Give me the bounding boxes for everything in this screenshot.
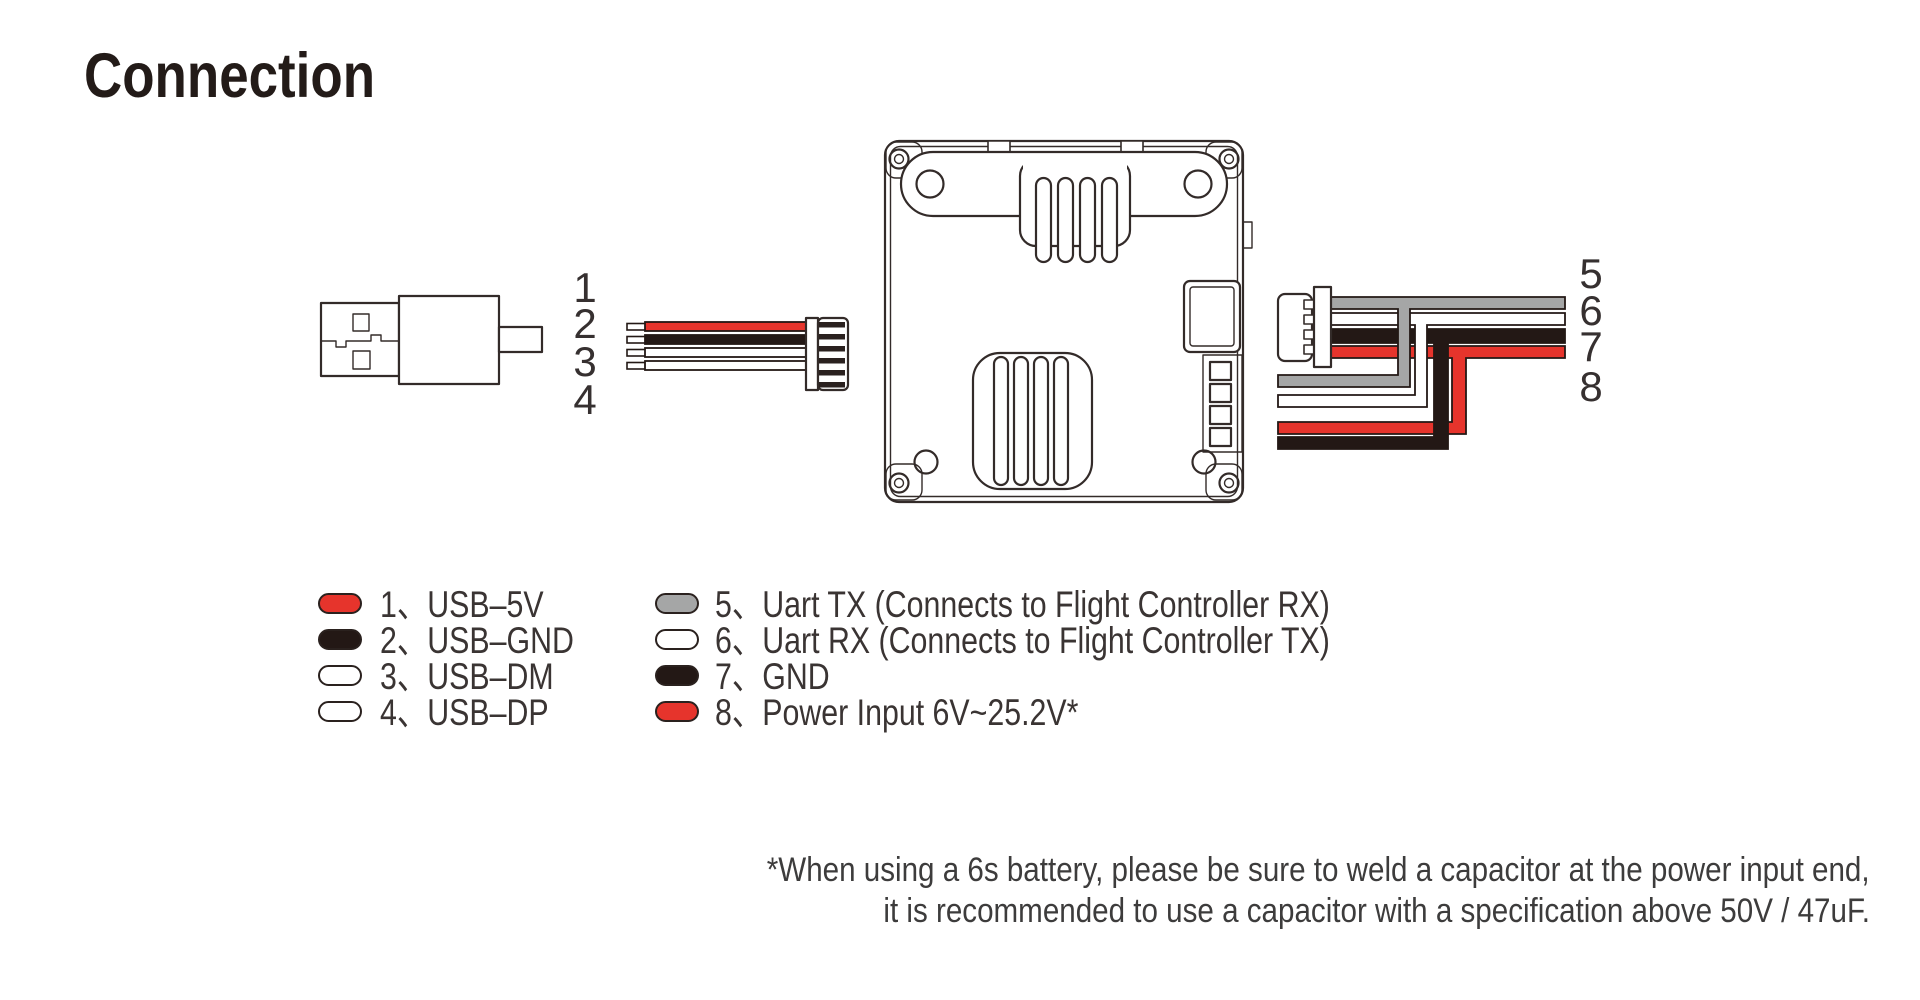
pcb-board <box>883 139 1253 504</box>
solder-pads <box>1202 354 1243 453</box>
usb-shell <box>319 301 401 378</box>
connector-comb <box>816 316 850 392</box>
legend-label: 3、USB–DM <box>380 656 554 697</box>
connector-bar <box>1312 285 1333 369</box>
wire-5-uart-tx <box>1277 296 1566 388</box>
connector-bar <box>804 316 820 392</box>
wire-swatch-black <box>318 629 362 650</box>
side-component <box>1182 279 1242 354</box>
note-line-1: *When using a 6s battery, please be sure… <box>767 851 1870 889</box>
wire-label-6: 6 <box>1579 287 1603 334</box>
heatsink-hole-left <box>915 169 945 199</box>
pcb-hole-bottom-left <box>913 449 939 475</box>
usb-shell-seam <box>321 334 399 348</box>
legend-label: 1、USB–5V <box>380 584 544 625</box>
usb-contact-bottom <box>352 350 371 370</box>
legend-label: 5、Uart TX (Connects to Flight Controller… <box>715 584 1330 625</box>
pcb-side-tab <box>1242 221 1253 249</box>
usb-plug <box>319 294 544 386</box>
bottom-heatsink <box>971 351 1094 491</box>
usb-cable-connector <box>804 316 850 392</box>
wire-8-power <box>1277 345 1566 435</box>
usb-body <box>397 294 501 386</box>
legend-label: 8、Power Input 6V~25.2V* <box>715 692 1079 733</box>
wire-2-usb-gnd <box>644 334 807 345</box>
legend-label: 7、GND <box>715 656 830 697</box>
wire-1-usb-5v <box>644 321 807 332</box>
pcb-hole-bottom-right <box>1191 449 1217 475</box>
capacitor-note: *When using a 6s battery, please be sure… <box>602 850 1870 932</box>
usb-contact-top <box>352 313 370 332</box>
legend-label: 4、USB–DP <box>380 692 549 733</box>
legend-label: 6、Uart RX (Connects to Flight Controller… <box>715 620 1330 661</box>
wire-4-tip <box>626 361 647 370</box>
wire-label-7: 7 <box>1579 323 1603 370</box>
wire-3-usb-dm <box>644 347 807 358</box>
page-title: Connection <box>84 41 376 111</box>
screw-hole-top-right <box>1218 148 1240 170</box>
wire-swatch-white <box>318 701 362 722</box>
wire-label-2: 2 <box>573 300 597 347</box>
wire-swatch-white <box>318 665 362 686</box>
screw-hole-top-left <box>888 148 910 170</box>
wire-1-tip <box>626 322 647 331</box>
fc-cable-connector <box>1276 285 1333 369</box>
top-heatsink <box>899 150 1229 264</box>
screw-hole-bottom-right <box>1218 472 1240 494</box>
note-line-2: it is recommended to use a capacitor wit… <box>883 892 1870 930</box>
screw-hole-bottom-left <box>888 472 910 494</box>
wire-6-uart-rx <box>1277 312 1566 408</box>
wire-label-4: 4 <box>573 376 597 423</box>
wire-label-5: 5 <box>1579 250 1603 297</box>
wire-swatch-red <box>318 593 362 614</box>
wire-swatch-gray <box>655 593 699 614</box>
fc-cable <box>1276 285 1566 450</box>
usb-strain-relief <box>497 325 544 354</box>
wire-swatch-red <box>655 701 699 722</box>
wire-3-tip <box>626 348 647 357</box>
usb-cable <box>626 316 850 392</box>
heatsink-hole-right <box>1183 169 1213 199</box>
wire-4-usb-dp <box>644 360 807 371</box>
wire-label-8: 8 <box>1579 363 1603 410</box>
wire-label-1: 1 <box>573 264 597 311</box>
wire-swatch-black <box>655 665 699 686</box>
legend-label: 2、USB–GND <box>380 620 574 661</box>
wire-swatch-white <box>655 629 699 650</box>
wire-2-tip <box>626 335 647 344</box>
wire-label-3: 3 <box>573 338 597 385</box>
connector-body <box>1276 292 1314 363</box>
